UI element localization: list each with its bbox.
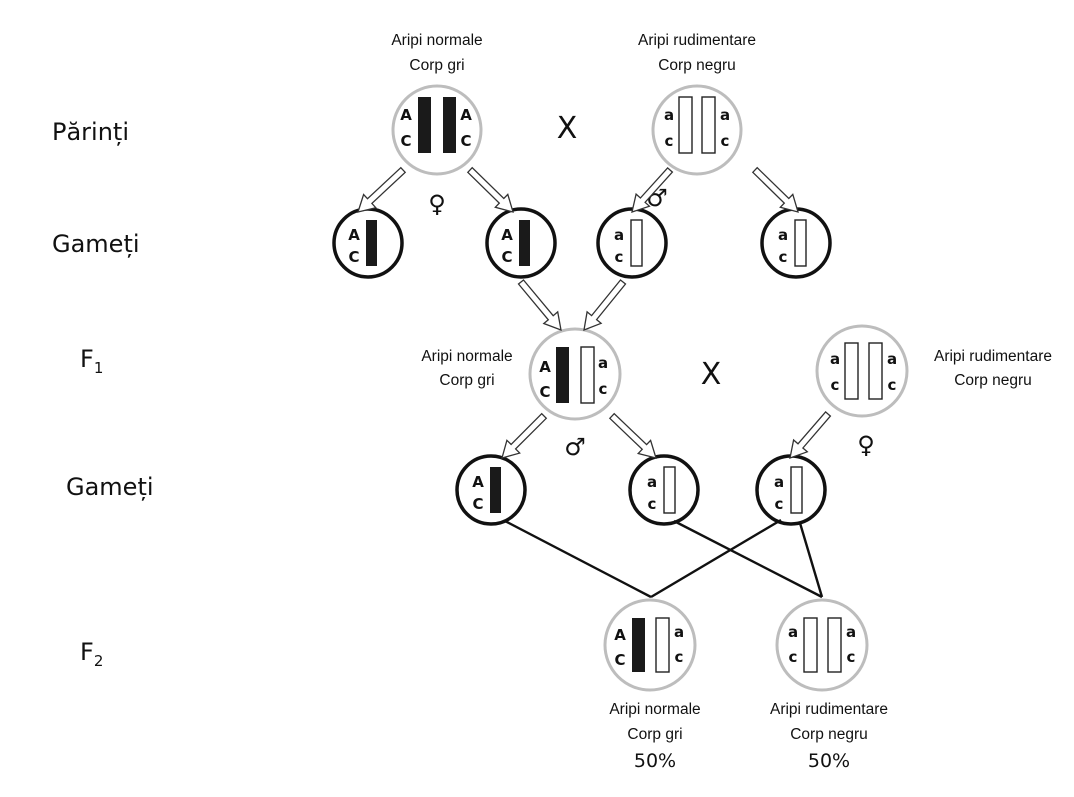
arrow-icon	[357, 166, 407, 213]
f1-female-cell: a c a c	[815, 324, 909, 418]
svg-text:a: a	[614, 226, 624, 244]
svg-text:c: c	[599, 380, 608, 398]
row-label-f2: F2	[80, 638, 103, 670]
f1-female-body-phenotype: Corp negru	[954, 372, 1032, 389]
parent-male-body-phenotype: Corp negru	[658, 57, 736, 74]
f2-vestigial-wing-phenotype: Aripi rudimentare	[770, 701, 888, 718]
svg-text:a: a	[774, 473, 784, 491]
chromosome-dark	[443, 97, 456, 153]
svg-text:a: a	[846, 623, 856, 641]
chromosome-light	[803, 617, 818, 673]
svg-text:a: a	[778, 226, 788, 244]
chromosome-dark	[556, 347, 569, 403]
allele-label: c	[721, 132, 730, 150]
gamete-male-1: a c	[596, 207, 668, 279]
female-symbol: ♀	[857, 431, 875, 459]
f2-normal-cell: A C a c	[603, 598, 697, 692]
svg-text:a: a	[598, 354, 608, 372]
row-label-parents: Părinți	[52, 118, 129, 146]
parent-female-body-phenotype: Corp gri	[409, 57, 464, 74]
svg-text:a: a	[674, 623, 684, 641]
allele-label: C	[460, 132, 471, 150]
allele-label: a	[720, 106, 730, 124]
gamete-f1-male-1: A C	[455, 454, 527, 526]
f2-normal-wing-phenotype: Aripi normale	[609, 701, 700, 718]
svg-text:a: a	[887, 350, 897, 368]
allele-label: C	[400, 132, 411, 150]
f1-male-wing-phenotype: Aripi normale	[421, 348, 512, 365]
arrow-icon	[751, 166, 799, 213]
row-label-gametes-2: Gameți	[66, 473, 154, 501]
parent-female-wing-phenotype: Aripi normale	[391, 32, 482, 49]
gamete-f1-male-2: a c	[628, 454, 700, 526]
arrow-icon	[517, 279, 562, 332]
svg-text:c: c	[615, 248, 624, 266]
gamete-female-1: A C	[332, 207, 404, 279]
svg-text:c: c	[775, 495, 784, 513]
svg-text:c: c	[888, 376, 897, 394]
arrow-icon	[631, 166, 674, 213]
chromosome-dark	[418, 97, 431, 153]
gamete-male-2: a c	[760, 207, 832, 279]
svg-text:C: C	[501, 248, 512, 266]
arrow-icon	[789, 410, 832, 459]
f2-normal-body-phenotype: Corp gri	[627, 726, 682, 743]
female-symbol: ♀	[428, 190, 446, 218]
f1-male-cell: A C a c	[528, 327, 622, 421]
allele-label: A	[400, 106, 412, 124]
svg-text:a: a	[830, 350, 840, 368]
svg-text:a: a	[647, 473, 657, 491]
f2-vestigial-cell: a c a c	[775, 598, 869, 692]
svg-text:c: c	[779, 248, 788, 266]
chromosome-light	[655, 617, 670, 673]
f2-vestigial-percent: 50%	[808, 750, 850, 772]
f1-male-body-phenotype: Corp gri	[439, 372, 494, 389]
svg-text:A: A	[472, 473, 484, 491]
f2-normal-percent: 50%	[634, 750, 676, 772]
parent-male-cell: a c a c	[651, 84, 743, 176]
chromosome-light	[844, 342, 859, 400]
parent-female-cell: A C A C	[391, 84, 483, 176]
arrows-layer	[357, 166, 832, 459]
chromosome-light	[701, 96, 716, 154]
svg-text:c: c	[831, 376, 840, 394]
arrow-icon	[608, 412, 657, 459]
chromosome-light	[678, 96, 693, 154]
gamete-female-2: A C	[485, 207, 557, 279]
row-label-f1: F1	[80, 345, 103, 377]
chromosome-light	[868, 342, 883, 400]
arrow-icon	[583, 279, 627, 332]
f1-female-wing-phenotype: Aripi rudimentare	[934, 348, 1052, 365]
gamete-f1-female: a c	[755, 454, 827, 526]
cross-symbol-parents: X	[557, 111, 578, 146]
chromosome-light	[580, 346, 595, 404]
svg-text:A: A	[348, 226, 360, 244]
svg-text:c: c	[789, 648, 798, 666]
chromosome-dark	[632, 618, 645, 672]
f2-vestigial-body-phenotype: Corp negru	[790, 726, 868, 743]
svg-text:A: A	[539, 358, 551, 376]
chromosome-light	[827, 617, 842, 673]
arrow-icon	[501, 412, 548, 459]
allele-label: c	[665, 132, 674, 150]
parent-male-wing-phenotype: Aripi rudimentare	[638, 32, 756, 49]
svg-text:A: A	[614, 626, 626, 644]
svg-text:A: A	[501, 226, 513, 244]
svg-text:C: C	[472, 495, 483, 513]
svg-text:C: C	[614, 651, 625, 669]
svg-text:a: a	[788, 623, 798, 641]
allele-label: a	[664, 106, 674, 124]
cross-symbol-f1: X	[701, 357, 722, 392]
svg-text:C: C	[539, 383, 550, 401]
svg-text:c: c	[847, 648, 856, 666]
fertilization-lines	[504, 518, 824, 599]
svg-text:c: c	[675, 648, 684, 666]
arrow-icon	[466, 166, 514, 213]
allele-label: A	[460, 106, 472, 124]
svg-text:c: c	[648, 495, 657, 513]
svg-text:C: C	[348, 248, 359, 266]
row-label-gametes-1: Gameți	[52, 230, 140, 258]
male-symbol: ♂	[564, 433, 586, 461]
